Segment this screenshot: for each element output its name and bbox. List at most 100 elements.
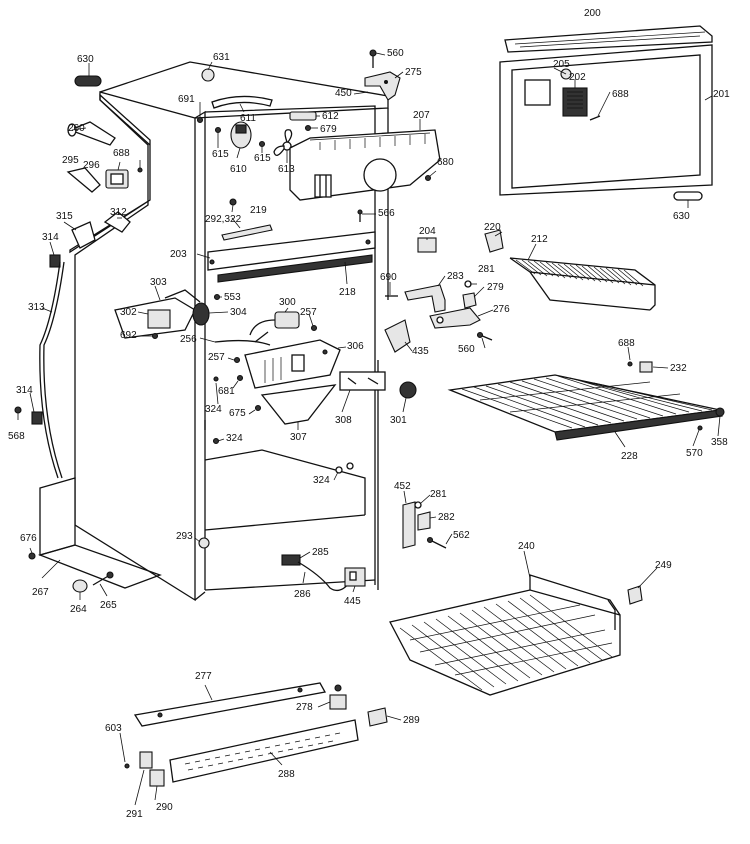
- part-292-322-screw: [229, 198, 237, 206]
- part-358-clip: [715, 407, 725, 417]
- part-295-296-handle-parts: [66, 167, 143, 193]
- part-label: 275: [405, 67, 422, 78]
- part-203-shelf-rail: [207, 231, 376, 271]
- part-278-roller: [329, 684, 347, 710]
- part-label: 267: [32, 587, 49, 598]
- part-labels: 630 631 560 275 450 200 201 205 202 688 …: [8, 8, 730, 820]
- part-label: 675: [229, 408, 246, 419]
- part-435-clip: [384, 319, 411, 353]
- part-label: 288: [278, 769, 295, 780]
- part-279-hinge: [462, 292, 477, 309]
- part-label: 690: [380, 272, 397, 283]
- part-631-plug: [201, 68, 215, 82]
- part-313-tube: [39, 261, 65, 479]
- part-label: 281: [430, 489, 447, 500]
- part-675-screw: [254, 404, 262, 412]
- part-label: 610: [230, 164, 247, 175]
- part-label: 314: [16, 385, 33, 396]
- part-label: 435: [412, 346, 429, 357]
- part-label: 265: [100, 600, 117, 611]
- part-label: 304: [230, 307, 247, 318]
- part-label: 630: [77, 54, 94, 65]
- part-label: 315: [56, 211, 73, 222]
- part-610-motor: [230, 121, 252, 149]
- part-290-291-clips: [139, 751, 165, 787]
- part-label: 358: [711, 437, 728, 448]
- part-277-rail: [133, 682, 327, 727]
- part-315-312-handle-parts: [71, 211, 131, 249]
- part-304-knob: [192, 302, 210, 326]
- part-289-bracket: [367, 707, 388, 727]
- part-281-washer-bottom: [414, 501, 422, 509]
- part-label: 681: [218, 386, 235, 397]
- part-label: 249: [655, 560, 672, 571]
- part-label: 445: [344, 596, 361, 607]
- part-560-screw-mid: [476, 331, 493, 341]
- part-314-clip-bottom: [31, 411, 43, 425]
- part-201-panel: [499, 44, 713, 196]
- part-314-clip-top: [49, 254, 61, 268]
- part-275-hinge-top: [364, 71, 401, 101]
- part-label: 612: [322, 111, 339, 122]
- part-label: 289: [403, 715, 420, 726]
- part-label: 203: [170, 249, 187, 260]
- part-249-clip: [627, 585, 643, 605]
- part-256-wire: [214, 331, 271, 346]
- part-553-screw: [213, 293, 221, 301]
- part-570-screw: [697, 425, 703, 431]
- part-label: 560: [387, 48, 404, 59]
- part-288-grille: [169, 719, 359, 783]
- part-218-shelf-rail: [217, 254, 373, 283]
- part-label: 313: [28, 302, 45, 313]
- part-label: 688: [612, 89, 629, 100]
- part-265-screw: [92, 571, 114, 586]
- part-label: 568: [8, 431, 25, 442]
- part-286-445-harness: [297, 561, 366, 592]
- part-label: 450: [335, 88, 352, 99]
- part-630-pad-left: [74, 75, 102, 87]
- part-680-screw: [424, 174, 432, 182]
- part-300-thermostat: [249, 311, 300, 336]
- part-240-basket: [389, 574, 621, 696]
- part-label: 285: [312, 547, 329, 558]
- part-label: 611: [240, 113, 256, 124]
- part-label: 631: [213, 52, 230, 63]
- part-688-screw-mid: [627, 361, 633, 367]
- part-label: 281: [478, 264, 495, 275]
- part-label: 688: [618, 338, 635, 349]
- part-label: 615: [212, 149, 229, 160]
- part-207-evaporator-cover: [289, 129, 441, 201]
- part-681-screw: [236, 374, 244, 382]
- part-label: 613: [278, 164, 295, 175]
- part-label: 260: [68, 123, 85, 134]
- part-label: 293: [176, 531, 193, 542]
- part-label: 603: [105, 723, 122, 734]
- part-260-handle: [67, 121, 116, 146]
- part-301-knob: [399, 381, 417, 399]
- part-200-trim: [504, 25, 713, 53]
- part-label: 560: [458, 344, 475, 355]
- part-307-duct: [260, 384, 337, 425]
- part-560-screw-top: [369, 49, 377, 68]
- part-label: 292,322: [205, 214, 242, 225]
- part-label: 314: [42, 232, 59, 243]
- part-324-screws: [212, 376, 354, 474]
- part-label: 218: [339, 287, 356, 298]
- part-label: 302: [120, 307, 137, 318]
- part-label: 324: [313, 475, 330, 486]
- part-label: 680: [437, 157, 454, 168]
- part-293-plug: [198, 537, 210, 549]
- part-630-pad-right: [673, 191, 703, 201]
- part-562-screw: [426, 536, 447, 549]
- part-276-hinge: [429, 307, 481, 329]
- part-label: 219: [250, 205, 267, 216]
- part-label: 257: [208, 352, 225, 363]
- part-label: 291: [126, 809, 143, 820]
- part-267-plate: [37, 477, 162, 589]
- part-label: 277: [195, 671, 212, 682]
- part-label: 300: [279, 297, 296, 308]
- part-label: 679: [320, 124, 337, 135]
- part-label: 257: [300, 307, 317, 318]
- part-257-clips: [233, 324, 318, 364]
